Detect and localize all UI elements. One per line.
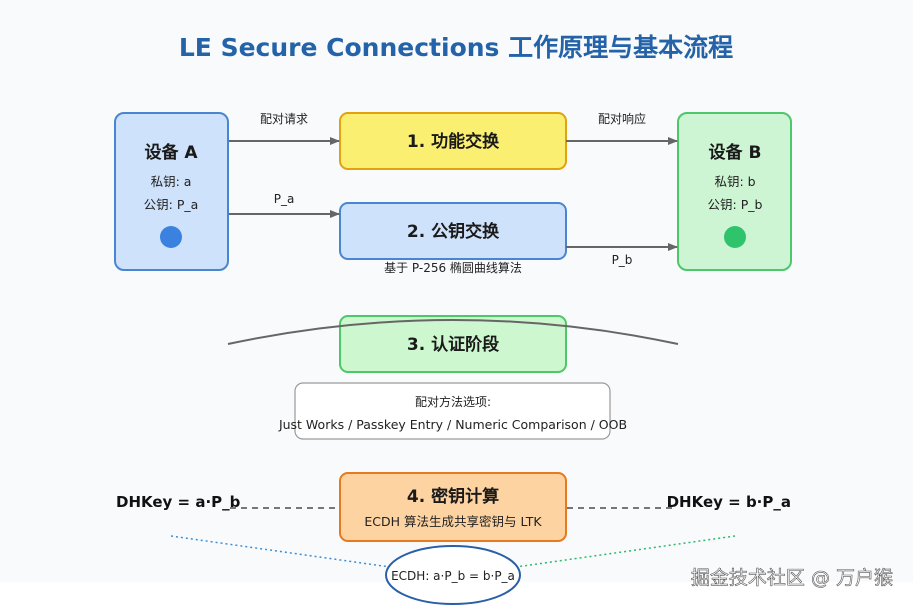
device-b-title: 设备 B — [709, 142, 762, 163]
authentication-label: 3. 认证阶段 — [407, 334, 499, 355]
device-a-public-key: 公钥: P_a — [144, 197, 199, 212]
authentication-arc — [227, 319, 679, 345]
public-key-a-label: P_a — [274, 192, 295, 206]
ecdh-equation-text: ECDH: a·P_b = b·P_a — [391, 569, 515, 583]
device-a-private-key: 私钥: a — [151, 174, 192, 189]
pairing-methods-box: 配对方法选项: Just Works / Passkey Entry / Num… — [278, 382, 627, 440]
ecdh-equation-ellipse: ECDH: a·P_b = b·P_a — [385, 545, 521, 605]
device-b-box: 设备 B 私钥: b 公钥: P_b — [677, 112, 792, 271]
authentication-box: 3. 认证阶段 — [339, 315, 567, 373]
public-key-b-label: P_b — [612, 253, 633, 267]
diagram-title: LE Secure Connections 工作原理与基本流程 — [179, 33, 733, 62]
ecdh-right-dotted-line — [515, 535, 736, 568]
public-key-algorithm-note: 基于 P-256 椭圆曲线算法 — [384, 260, 522, 275]
pairing-request-label: 配对请求 — [260, 112, 308, 126]
device-a-box: 设备 A 私钥: a 公钥: P_a — [114, 112, 229, 271]
key-calculation-box: 4. 密钥计算 ECDH 算法生成共享密钥与 LTK — [339, 472, 567, 542]
key-calculation-note: ECDH 算法生成共享密钥与 LTK — [364, 514, 542, 529]
pairing-response-label: 配对响应 — [598, 111, 646, 126]
pairing-methods-heading: 配对方法选项: — [415, 394, 491, 409]
device-b-public-key: 公钥: P_b — [708, 197, 763, 212]
watermark-text: 掘金技术社区 @ 万户猴 — [691, 567, 893, 589]
device-a-indicator-dot — [160, 226, 182, 248]
device-b-private-key: 私钥: b — [714, 174, 755, 189]
feature-exchange-box: 1. 功能交换 — [339, 112, 567, 170]
key-calculation-label: 4. 密钥计算 — [407, 486, 499, 507]
device-a-title: 设备 A — [144, 142, 198, 163]
dhkey-right-label: DHKey = b·P_a — [667, 493, 791, 511]
public-key-exchange-box: 2. 公钥交换 — [339, 202, 567, 260]
public-key-exchange-label: 2. 公钥交换 — [407, 221, 500, 242]
pairing-methods-options: Just Works / Passkey Entry / Numeric Com… — [278, 417, 627, 432]
ecdh-left-dotted-line — [170, 535, 391, 568]
feature-exchange-label: 1. 功能交换 — [407, 131, 500, 152]
dhkey-left-label: DHKey = a·P_b — [116, 493, 241, 511]
device-b-indicator-dot — [724, 226, 746, 248]
